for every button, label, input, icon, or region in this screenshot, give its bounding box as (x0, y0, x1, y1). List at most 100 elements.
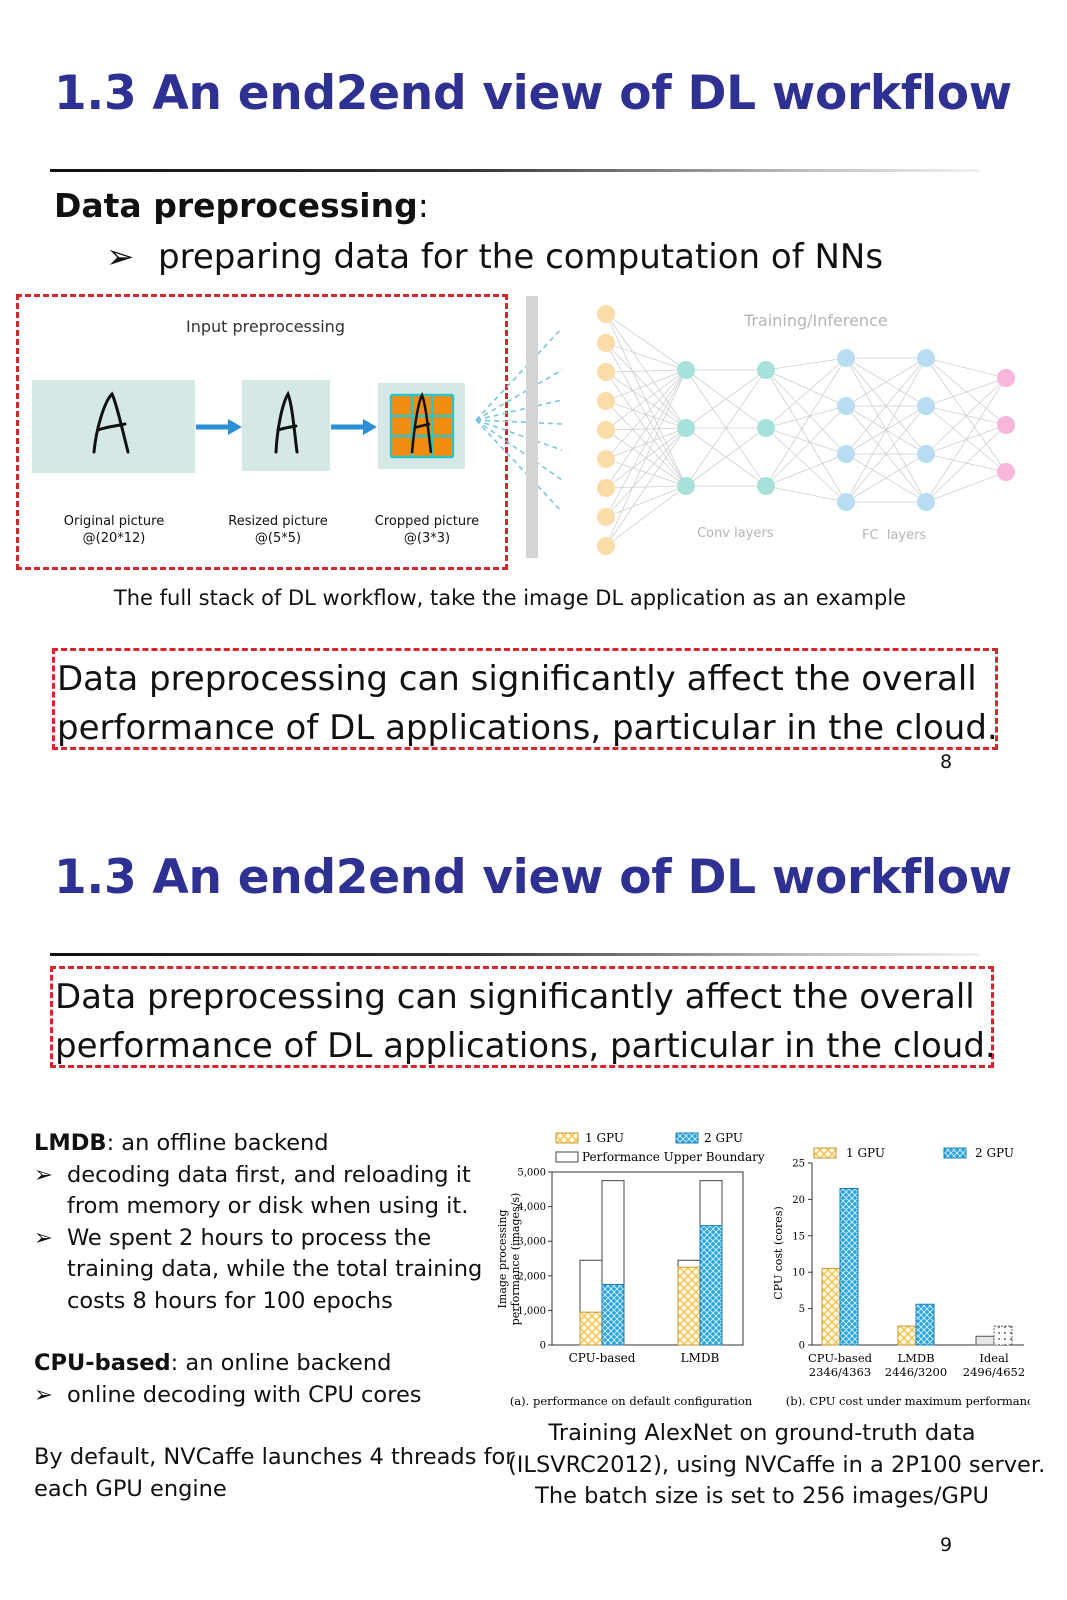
network-node (677, 477, 695, 495)
cropped-size: @(3*3) (403, 531, 451, 546)
slide2-page-number: 9 (940, 1534, 953, 1556)
cpu-rest: : an online backend (170, 1350, 392, 1376)
bar (897, 1325, 917, 1346)
lmdb-bullet-1: ➢ decoding data first, and reloading it (34, 1160, 515, 1192)
cpu-b1: online decoding with CPU cores (67, 1381, 422, 1408)
bullet-arrow-icon: ➢ (34, 1381, 53, 1408)
chart-title: (a). performance on default configuratio… (510, 1394, 753, 1408)
x-tick-sublabel: 2496/4652 (963, 1365, 1025, 1379)
y-tick-label: 25 (792, 1159, 805, 1170)
network-node (757, 361, 775, 379)
callout-line1: Data preprocessing can significantly aff… (57, 659, 977, 699)
x-tick-label: Ideal (979, 1351, 1009, 1365)
y-tick-label: 0 (799, 1341, 805, 1352)
network-node (917, 493, 935, 511)
slide1-bullet: ➢preparing data for the computation of N… (106, 237, 883, 277)
legend-label: 2 GPU (975, 1146, 1014, 1160)
original-label: Original picture (63, 514, 165, 529)
network-node (757, 477, 775, 495)
legend-label: 2 GPU (704, 1131, 743, 1145)
bar (993, 1325, 1013, 1346)
original-picture (32, 380, 195, 473)
conv-layers-label: Conv layers (697, 526, 774, 541)
y-tick-label: 10 (792, 1268, 805, 1279)
y-tick-label: 5 (799, 1304, 805, 1315)
x-tick-label: LMDB (681, 1351, 720, 1365)
slide2-callout: Data preprocessing can significantly aff… (50, 966, 996, 1068)
y-axis-label: CPU cost (cores) (772, 1206, 785, 1300)
network-node (597, 305, 615, 323)
network-node (597, 421, 615, 439)
legend-label: 1 GPU (846, 1146, 885, 1160)
network-node (597, 508, 615, 526)
y-tick-label: 20 (792, 1195, 805, 1206)
network-node (837, 349, 855, 367)
network-node (677, 361, 695, 379)
bar (601, 1283, 625, 1346)
network-node (757, 419, 775, 437)
heading-bold: Data preprocessing (54, 186, 418, 225)
default-l1: By default, NVCaffe launches 4 threads f… (34, 1444, 515, 1470)
network-node (837, 493, 855, 511)
network-node (597, 479, 615, 497)
network-node (997, 369, 1015, 387)
neural-network-diagram (597, 305, 1015, 555)
cropped-picture-caption: Cropped picture @(3*3) (360, 513, 494, 547)
lmdb-bullet-2: ➢We spent 2 hours to process the (34, 1223, 515, 1255)
y-tick-label: 0 (540, 1341, 546, 1352)
legend-label: 1 GPU (585, 1131, 624, 1145)
lmdb-rest: : an offline backend (106, 1130, 329, 1156)
cpu-heading: CPU-based: an online backend (34, 1348, 515, 1380)
input-preprocessing-label: Input preprocessing (186, 317, 345, 336)
legend-swatch (675, 1132, 699, 1144)
bullet-arrow-icon: ➢ (34, 1161, 53, 1188)
bar (915, 1303, 935, 1346)
slide1-title: 1.3 An end2end view of DL workflow (54, 66, 1012, 121)
cpu-bullet-1: ➢ online decoding with CPU cores (34, 1380, 515, 1412)
slide2-title: 1.3 An end2end view of DL workflow (54, 850, 1012, 905)
network-node (917, 445, 935, 463)
y-axis-label: Image processingperformance (images/s) (496, 1193, 522, 1326)
network-node (997, 463, 1015, 481)
chart-a: 1 GPU 2 GPU Performance Upper Boundary 0 1,0… (496, 1131, 765, 1408)
callout-line2: performance of DL applications, particul… (55, 1026, 996, 1066)
resized-picture (242, 380, 330, 471)
network-node (917, 397, 935, 415)
y-tick-label: 1,000 (517, 1306, 546, 1317)
legend-label: Performance Upper Boundary (582, 1150, 765, 1164)
plot-frame (551, 1171, 744, 1346)
slide1-page-number: 8 (940, 751, 953, 773)
network-node (677, 419, 695, 437)
fanout-arrows-icon (475, 327, 563, 513)
original-picture-caption: Original picture @(20*12) (40, 513, 188, 547)
x-tick-sublabel: 2346/4363 (809, 1365, 871, 1379)
lmdb-bold: LMDB (34, 1130, 107, 1156)
separator-bar (526, 296, 538, 558)
y-tick-label: 5,000 (517, 1168, 546, 1179)
original-size: @(20*12) (82, 531, 146, 546)
network-node (997, 416, 1015, 434)
arrow-right-icon (331, 419, 377, 435)
caption-l2: (ILSVRC2012), using NVCaffe in a 2P100 s… (508, 1451, 1046, 1478)
callout-line1: Data preprocessing can significantly aff… (55, 977, 975, 1017)
original-letter-icon (92, 391, 130, 454)
legend-swatch (555, 1132, 579, 1144)
resized-size: @(5*5) (254, 531, 302, 546)
y-tick-label: 15 (792, 1231, 805, 1242)
slide1-caption: The full stack of DL workflow, take the … (113, 586, 907, 610)
slide1-title-rule (50, 169, 980, 172)
bar (579, 1311, 603, 1346)
network-node (597, 537, 615, 555)
slide2-title-rule (50, 953, 980, 956)
lmdb-b1-l1: decoding data first, and reloading it (67, 1161, 471, 1188)
lmdb-b2-l1: We spent 2 hours to process the (67, 1224, 432, 1251)
cropped-picture (378, 383, 465, 469)
training-inference-label: Training/Inference (744, 311, 888, 330)
x-tick-label: CPU-based (808, 1351, 873, 1365)
chart-title: (b). CPU cost under maximum performance (786, 1394, 1030, 1408)
legend-swatch (813, 1147, 837, 1159)
input-preprocessing-box (16, 294, 508, 570)
lmdb-b2-l3: costs 8 hours for 100 epochs (67, 1287, 393, 1314)
x-tick-label: CPU-based (569, 1351, 636, 1365)
